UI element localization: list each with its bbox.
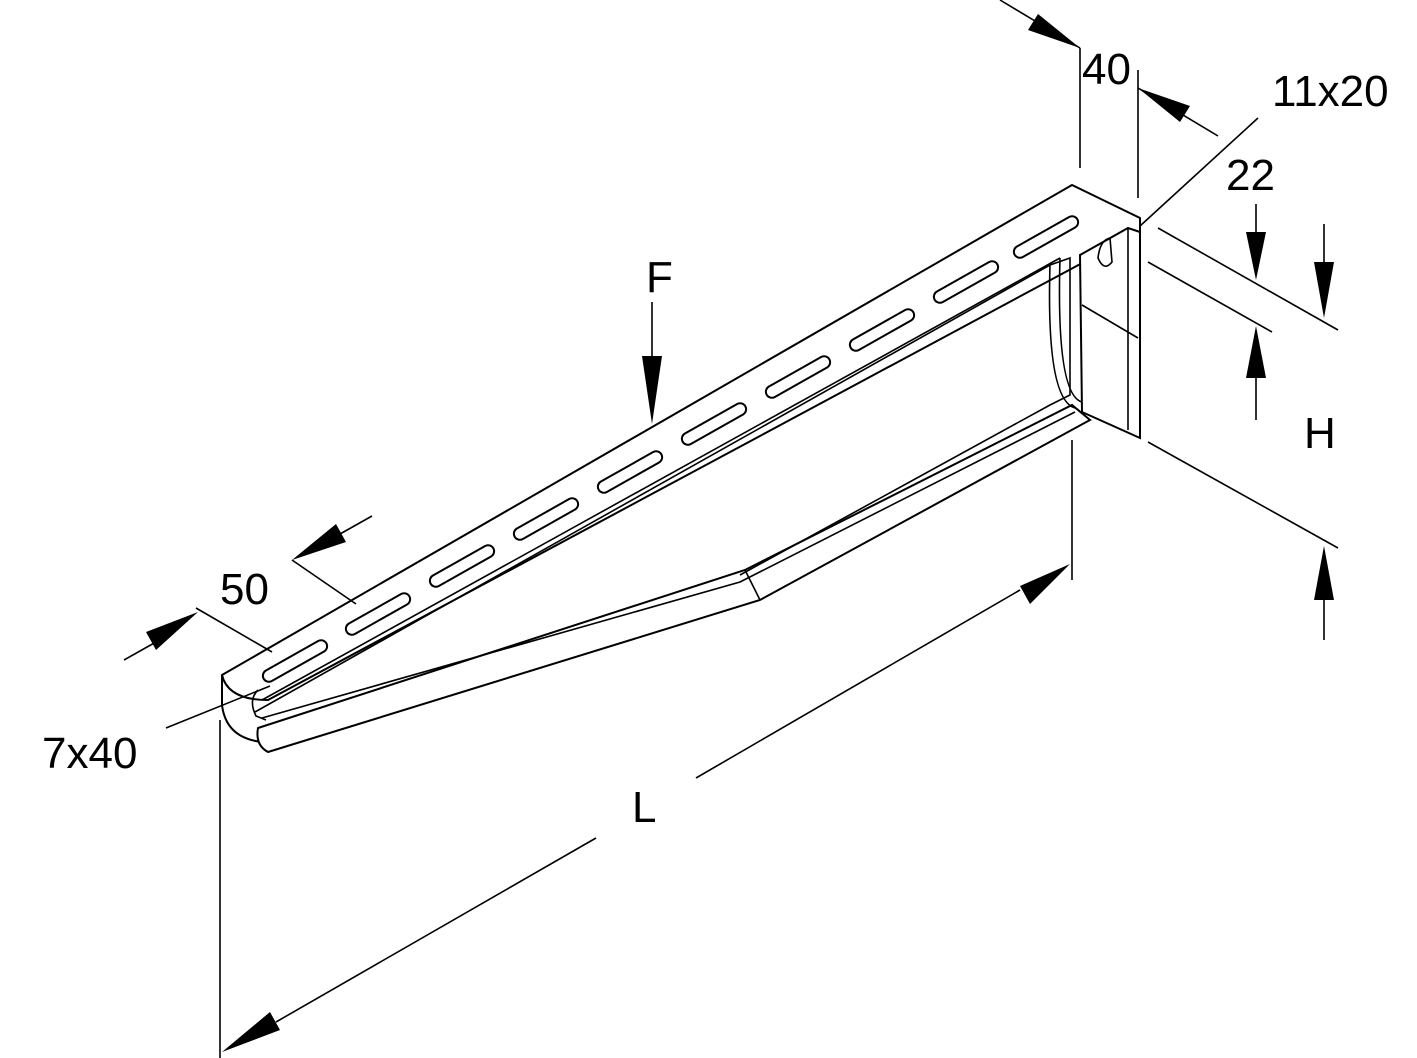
dimension-11x20: 11x20 — [1139, 67, 1389, 227]
arm-lower-inner-edge — [261, 411, 1076, 719]
wall-plate — [1078, 226, 1141, 440]
label-11x20: 11x20 — [1272, 67, 1389, 116]
label-40: 40 — [1082, 45, 1131, 94]
load-F: F — [642, 253, 673, 424]
arm-web-upper — [254, 256, 1071, 713]
arm-web-upper-2 — [261, 257, 1061, 701]
slot — [512, 497, 580, 541]
wall-plate-inner — [1081, 304, 1139, 339]
dimension-50: 50 — [123, 515, 373, 661]
dimension-7x40: 7x40 — [42, 685, 271, 778]
slot — [428, 544, 496, 588]
dimension-H: H — [1147, 409, 1339, 640]
arm-web-inner — [1048, 264, 1076, 409]
slot — [848, 308, 916, 352]
label-H: H — [1304, 409, 1336, 458]
slot — [1012, 215, 1080, 259]
label-7x40: 7x40 — [42, 729, 137, 778]
arm-web-inner-2 — [1058, 257, 1083, 403]
dimension-22: 22 — [1147, 151, 1339, 420]
label-F: F — [646, 253, 673, 302]
dimension-L: L — [219, 440, 1073, 1058]
label-L: L — [632, 783, 656, 832]
slot-row — [261, 215, 1080, 683]
slot — [261, 639, 329, 683]
arm-lower-chord — [256, 403, 1092, 754]
label-22: 22 — [1226, 151, 1275, 200]
dimension-40: 40 — [999, 0, 1219, 198]
bracket-body — [220, 183, 1141, 754]
slot — [680, 402, 748, 446]
slot — [764, 355, 832, 399]
slot — [344, 592, 412, 636]
label-50: 50 — [220, 565, 269, 614]
slot — [932, 260, 1000, 304]
slot — [596, 450, 664, 494]
wall-plate-slot — [1097, 237, 1113, 267]
arm-lower-inner-edge-2 — [744, 569, 761, 601]
